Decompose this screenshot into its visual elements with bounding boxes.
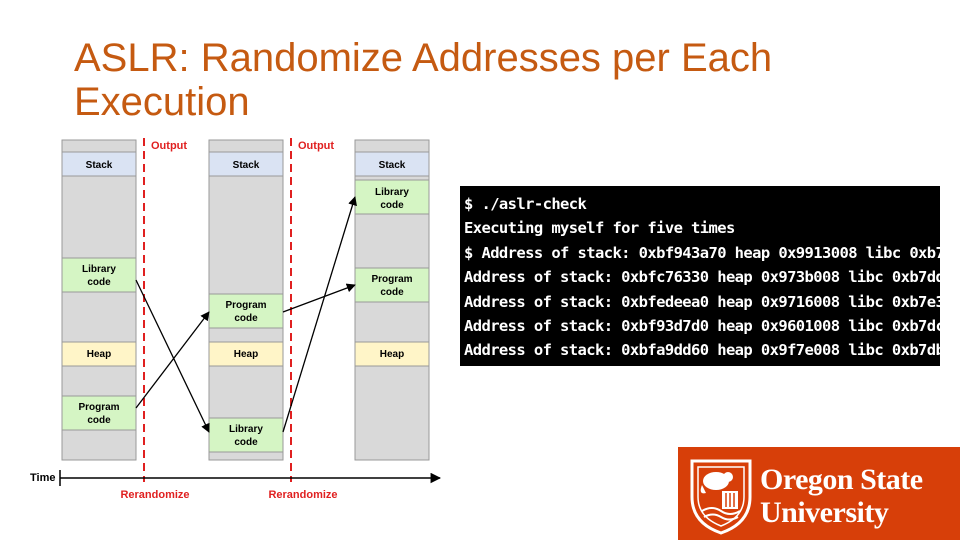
svg-text:code: code	[234, 437, 258, 448]
svg-text:Heap: Heap	[380, 349, 404, 360]
time-label: Time	[30, 472, 55, 484]
logo-name-line1: Oregon State	[760, 463, 923, 496]
arrow-library-1-2	[135, 279, 210, 433]
library-code-region	[61, 257, 137, 293]
slide-title: ASLR: Randomize Addresses per Each Execu…	[74, 36, 773, 124]
program-code-region	[208, 293, 284, 329]
aslr-memory-diagram: Stack Library code Heap Program code Sta…	[30, 138, 442, 501]
memory-column-2: Stack Program code Heap Library code	[208, 139, 284, 461]
program-code-region	[354, 267, 430, 303]
memory-column-1: Stack Library code Heap Program code	[61, 139, 137, 461]
logo-name-line2: University	[760, 496, 889, 529]
beaver-seal-icon	[690, 459, 752, 535]
svg-text:Program: Program	[371, 274, 412, 285]
stack-region	[208, 151, 284, 177]
heap-region	[208, 341, 284, 367]
terminal-line: Address of stack: 0xbfa9dd60 heap 0x9f7e…	[464, 341, 960, 360]
svg-text:code: code	[380, 287, 404, 298]
library-code-region	[208, 417, 284, 453]
stack-region	[354, 151, 430, 177]
arrow-program-1-2	[135, 311, 210, 409]
memory-column-3: Stack Library code Program code Heap	[354, 139, 430, 461]
svg-text:Stack: Stack	[233, 160, 260, 171]
terminal-line: Address of stack: 0xbfc76330 heap 0x973b…	[464, 268, 960, 287]
terminal-output: $ ./aslr-check Executing myself for five…	[460, 186, 960, 366]
output-label-2: Output	[298, 140, 334, 152]
arrow-library-2-3	[282, 196, 357, 433]
terminal-line: $ ./aslr-check	[464, 195, 587, 213]
svg-text:Heap: Heap	[87, 349, 111, 360]
heap-region	[354, 341, 430, 367]
library-code-region	[354, 179, 430, 215]
svg-text:code: code	[234, 313, 258, 324]
terminal-line: Address of stack: 0xbf93d7d0 heap 0x9601…	[464, 317, 960, 336]
stack-label: Stack	[86, 160, 113, 171]
svg-text:Program: Program	[225, 300, 266, 311]
arrow-program-2-3	[282, 283, 356, 313]
svg-text:Heap: Heap	[234, 349, 258, 360]
terminal-line: Address of stack: 0xbfedeea0 heap 0x9716…	[464, 292, 960, 311]
program-code-region	[61, 395, 137, 431]
oregon-state-university-logo: Oregon State University	[678, 447, 960, 540]
svg-text:Stack: Stack	[379, 160, 406, 171]
svg-text:Program: Program	[78, 402, 119, 413]
terminal-line: $ Address of stack: 0xbf943a70 heap 0x99…	[464, 243, 960, 262]
svg-text:Library: Library	[375, 187, 409, 198]
stack-region	[61, 151, 137, 177]
terminal-line: Executing myself for five times	[464, 219, 735, 238]
rerandomize-label-2: Rerandomize	[268, 489, 337, 501]
svg-text:code: code	[380, 200, 404, 211]
svg-text:Library: Library	[229, 424, 263, 435]
svg-text:code: code	[87, 277, 111, 288]
output-label-1: Output	[151, 140, 187, 152]
heap-region	[61, 341, 137, 367]
rerandomize-label-1: Rerandomize	[120, 489, 189, 501]
svg-text:Library: Library	[82, 264, 116, 275]
svg-text:code: code	[87, 415, 111, 426]
